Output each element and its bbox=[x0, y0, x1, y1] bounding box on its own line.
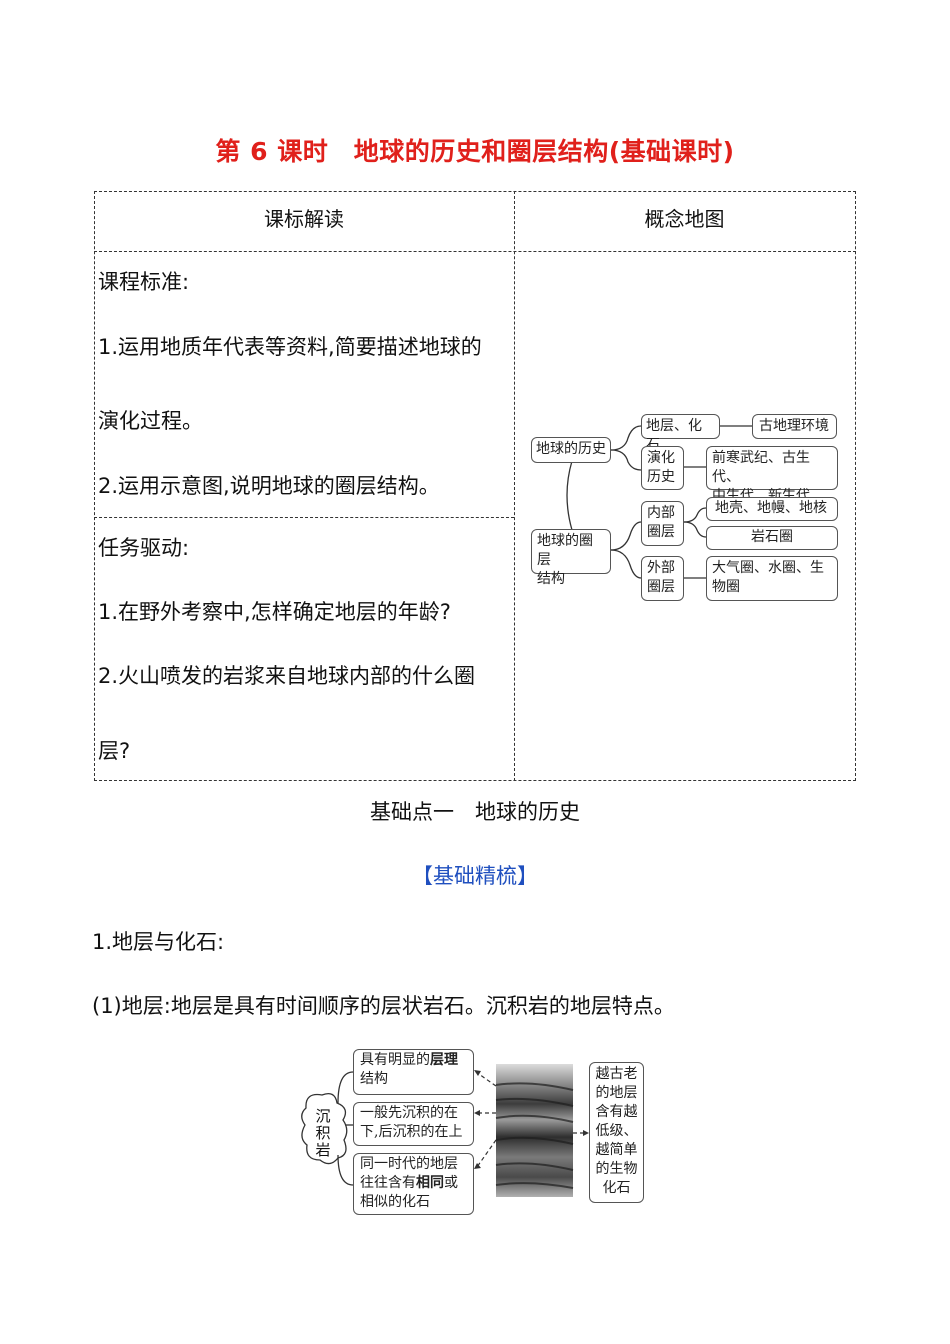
node-lithosphere: 岩石圈 bbox=[706, 526, 838, 550]
node-evolution-line1: 演化 bbox=[647, 450, 675, 466]
node-evolution-history: 演化 历史 bbox=[641, 446, 684, 490]
node-outer-spheres: 外部 圈层 bbox=[641, 556, 684, 601]
node-evolution-line2: 历史 bbox=[647, 469, 675, 485]
node-outer-spheres-line1: 大气圈、水圈、生 bbox=[712, 560, 824, 576]
point-1-1: (1)地层:地层是具有时间顺序的层状岩石。沉积岩的地层特点。 bbox=[92, 994, 675, 1018]
sub-title: 【基础精梳】 bbox=[412, 864, 538, 888]
page-title: 第 6 课时 地球的历史和圈层结构(基础课时) bbox=[215, 137, 735, 166]
node-earth-structure-line1: 地球的圈层 bbox=[537, 533, 593, 568]
point-1: 1.地层与化石: bbox=[92, 930, 225, 954]
node-geologic-eras: 前寒武纪、古生代、 中生代、新生代 bbox=[706, 446, 838, 504]
node-inner-line2: 圈层 bbox=[647, 524, 675, 540]
header-standards: 课标解读 bbox=[264, 207, 344, 231]
feature-superposition: 一般先沉积的在 下,后沉积的在上 bbox=[353, 1102, 474, 1146]
node-inner-spheres: 内部 圈层 bbox=[641, 501, 684, 546]
section-title: 基础点一 地球的历史 bbox=[370, 800, 580, 824]
node-atmos-hydro-bio: 大气圈、水圈、生 物圈 bbox=[706, 556, 838, 601]
node-outer-line1: 外部 bbox=[647, 560, 675, 576]
strata-photo bbox=[496, 1064, 573, 1197]
header-concept-map: 概念地图 bbox=[644, 207, 725, 231]
standard-1-line2: 演化过程。 bbox=[98, 409, 203, 433]
node-crust-mantle-core: 地壳、地幔、地核 bbox=[706, 497, 838, 521]
older-strata-note: 越古老 的地层 含有越 低级、 越简单 的生物 化石 bbox=[589, 1062, 644, 1203]
node-earth-structure: 地球的圈层 结构 bbox=[531, 529, 611, 587]
node-earth-history: 地球的历史 bbox=[531, 437, 611, 463]
task-2-line1: 2.火山喷发的岩浆来自地球内部的什么圈 bbox=[98, 664, 476, 688]
sedimentary-rock-label: 沉 积 岩 bbox=[315, 1107, 331, 1159]
feature-bedding: 具有明显的层理 结构 bbox=[353, 1049, 474, 1095]
feature-fossils: 同一时代的地层 往往含有相同或 相似的化石 bbox=[353, 1153, 474, 1215]
task-2-line2: 层? bbox=[98, 739, 131, 763]
node-outer-line2: 圈层 bbox=[647, 579, 675, 595]
standards-label: 课程标准: bbox=[98, 270, 190, 294]
node-inner-line1: 内部 bbox=[647, 505, 675, 521]
task-1: 1.在野外考察中,怎样确定地层的年龄? bbox=[98, 600, 451, 624]
node-eras-line1: 前寒武纪、古生代、 bbox=[712, 450, 810, 485]
node-outer-spheres-line2: 物圈 bbox=[712, 579, 740, 595]
node-earth-structure-line2: 结构 bbox=[537, 571, 565, 587]
node-ancient-environment: 古地理环境 bbox=[752, 414, 837, 439]
standard-1-line1: 1.运用地质年代表等资料,简要描述地球的 bbox=[98, 335, 482, 359]
standard-2: 2.运用示意图,说明地球的圈层结构。 bbox=[98, 474, 440, 498]
tasks-label: 任务驱动: bbox=[98, 536, 190, 560]
